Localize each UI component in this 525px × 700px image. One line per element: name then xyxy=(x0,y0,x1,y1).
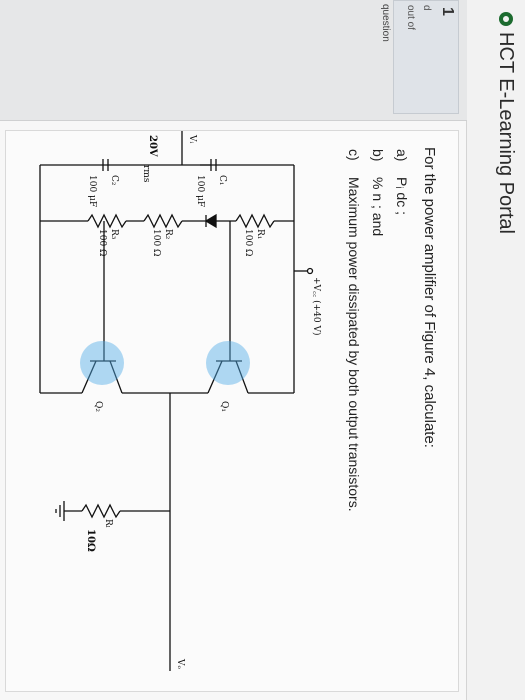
q2-label: Q₂ xyxy=(93,401,103,412)
part-c-text: Maximum power dissipated by both output … xyxy=(346,177,362,512)
vo-label: Vₒ xyxy=(175,658,185,669)
question-info-box: 1 d out of xyxy=(393,0,459,114)
rl-value: 10Ω xyxy=(85,529,96,552)
rl-label: Rₗ xyxy=(103,519,113,528)
q1-label: Q₁ xyxy=(219,401,229,412)
c2-label: C₂ xyxy=(109,175,119,186)
r1-value: 100 Ω xyxy=(243,229,253,257)
r3-label: R₃ xyxy=(109,229,119,240)
question-content: For the power amplifier of Figure 4, cal… xyxy=(5,130,459,692)
part-b-letter: b) xyxy=(370,149,386,162)
question-prompt: For the power amplifier of Figure 4, cal… xyxy=(421,147,438,448)
r2-value: 100 Ω xyxy=(151,229,161,257)
portal-header: HCT E-Learning Portal xyxy=(466,0,525,700)
part-b-text: % n ; and xyxy=(370,177,386,237)
c2-value: 100 μF xyxy=(87,175,97,207)
source-unit: rms xyxy=(141,165,151,183)
portal-logo-icon xyxy=(499,12,513,26)
c1-label: C₁ xyxy=(217,175,227,186)
flag-question-link[interactable]: question xyxy=(380,4,391,42)
c1-value: 100 μF xyxy=(195,175,205,207)
source-label: 20V xyxy=(147,135,158,157)
question-info-panel: 1 d out of question xyxy=(0,0,467,121)
question-mark: out of xyxy=(405,5,416,31)
portal-title[interactable]: HCT E-Learning Portal xyxy=(495,32,517,234)
part-a-text: Pᵢ dc ; xyxy=(394,177,410,215)
question-number: 1 xyxy=(439,7,456,16)
part-c-letter: c) xyxy=(346,149,362,161)
r2-label: R₂ xyxy=(163,229,173,240)
r3-value: 100 Ω xyxy=(97,229,107,257)
vcc-label: +V꜀꜀ (+40 V) xyxy=(311,277,322,336)
r1-label: R₁ xyxy=(255,229,265,239)
part-a-letter: a) xyxy=(394,149,410,162)
question-status: d xyxy=(421,5,432,11)
amplifier-circuit-figure: +V꜀꜀ (+40 V) R₁ 100 Ω R₂ 100 Ω R₃ 100 Ω … xyxy=(39,131,322,671)
vi-label: Vᵢ xyxy=(187,134,197,143)
